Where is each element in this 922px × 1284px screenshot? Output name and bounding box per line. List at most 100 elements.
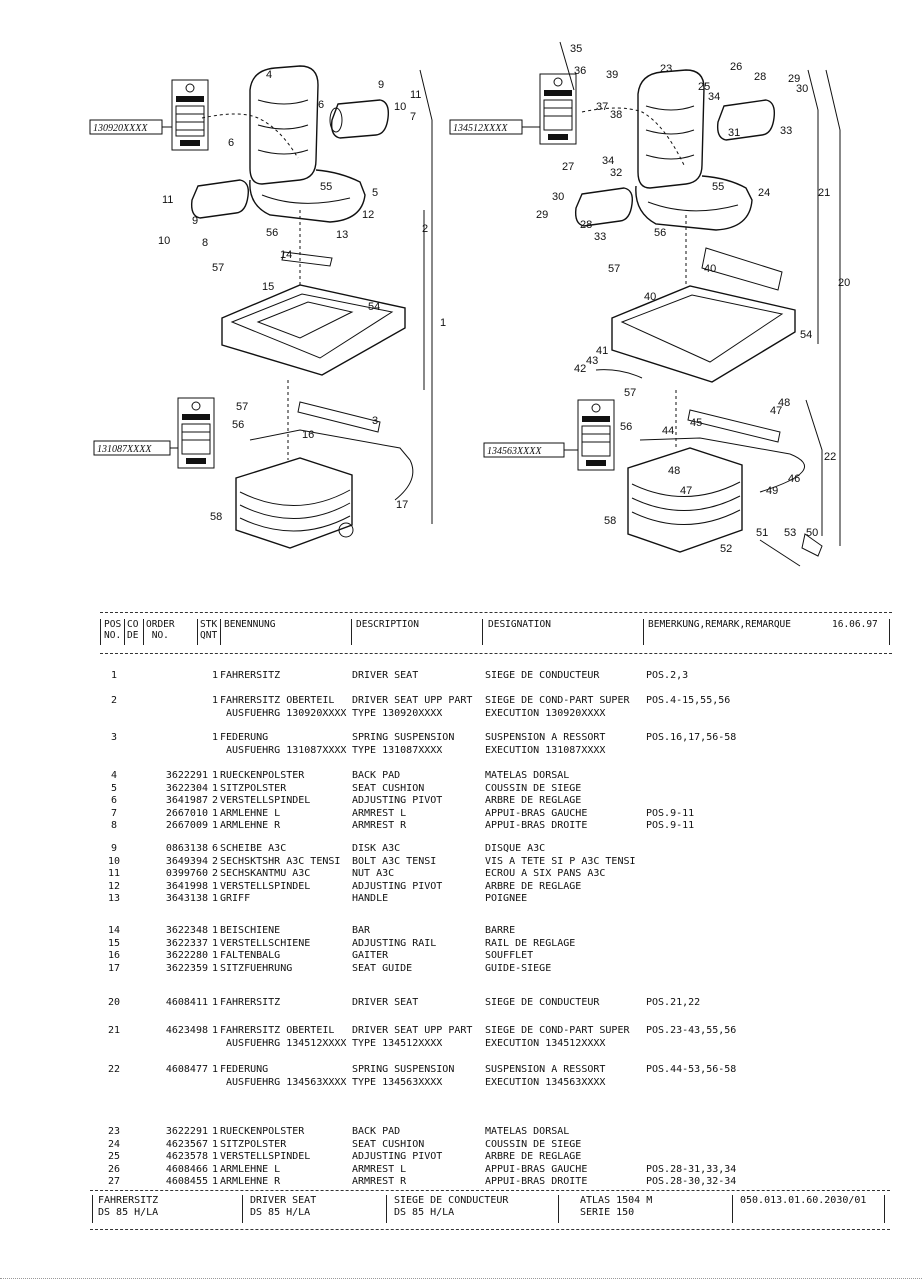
- cell-quantity: 1: [212, 732, 219, 743]
- right-callout-24: 24: [758, 187, 770, 199]
- cell-designation: APPUI-BRAS GAUCHE: [485, 807, 588, 819]
- cell-order-no: 3622348: [165, 925, 208, 936]
- cell-benennung: FEDERUNG: [220, 1064, 269, 1075]
- header-divider: [889, 619, 890, 645]
- cell-description: DRIVER SEAT UPP PART: [352, 695, 473, 706]
- cell-description: NUT A3C: [352, 868, 395, 880]
- cell-designation: ECROU A SIX PANS A3C: [485, 868, 606, 880]
- cell-designation: ARBRE DE REGLAGE: [485, 1151, 582, 1163]
- cell-quantity: 1: [212, 1163, 219, 1175]
- cell-benennung: SITZPOLSTER: [220, 782, 287, 794]
- cell-pos: 11: [107, 868, 121, 880]
- right-callout-37: 37: [596, 101, 608, 113]
- cell-designation: MATELAS DORSAL: [485, 770, 570, 781]
- right-callout-33: 33: [594, 231, 606, 243]
- cell-pos: 25: [107, 1151, 121, 1163]
- cell-designation: COUSSIN DE SIEGE: [485, 782, 582, 794]
- footer-divider: [732, 1195, 733, 1223]
- footer-divider: [92, 1195, 93, 1223]
- right-type-plate-top: [539, 73, 577, 145]
- cell-remark: POS.9-11: [646, 820, 695, 832]
- cell-designation: GUIDE-SIEGE: [485, 962, 552, 974]
- cell-description: TYPE 131087XXXX: [352, 744, 443, 756]
- footer-french-title: SIEGE DE CONDUCTEUR DS 85 H/LA: [394, 1195, 509, 1218]
- cell-description: ADJUSTING PIVOT: [352, 880, 443, 892]
- header-remark: BEMERKUNG,REMARK,REMARQUE: [648, 619, 791, 630]
- ref-box-130920: 130920XXXX: [89, 119, 172, 135]
- cell-order-no: 3649394: [165, 855, 208, 867]
- cell-benennung: FAHRERSITZ OBERTEIL: [220, 695, 335, 706]
- cell-benennung: VERSTELLSPINDEL: [220, 880, 311, 892]
- cell-pos: 13: [107, 893, 121, 905]
- cell-benennung: FAHRERSITZ: [220, 670, 281, 681]
- cell-benennung: VERSTELLSPINDEL: [220, 1151, 311, 1163]
- right-callout-31: 31: [728, 127, 740, 139]
- right-callout-28: 28: [754, 71, 766, 83]
- right-callout-29: 29: [536, 209, 548, 221]
- right-callout-50: 50: [806, 527, 818, 539]
- title-block: FAHRERSITZ DS 85 H/LA DRIVER SEAT DS 85 …: [90, 1190, 890, 1230]
- cell-order-no: 0399760: [165, 868, 208, 880]
- left-type-plate-bottom: [177, 397, 215, 469]
- cell-benennung: FEDERUNG: [220, 732, 269, 743]
- cell-benennung: BEISCHIENE: [220, 925, 281, 936]
- cell-designation: APPUI-BRAS GAUCHE: [485, 1163, 588, 1175]
- cell-description: TYPE 130920XXXX: [352, 707, 443, 719]
- cell-remark: POS.16,17,56-58: [646, 732, 737, 743]
- cell-pos: 10: [107, 855, 121, 867]
- cell-designation: VIS A TETE SI P A3C TENSI: [485, 855, 636, 867]
- header-designation: DESIGNATION: [488, 619, 551, 630]
- cell-description: SEAT GUIDE: [352, 962, 413, 974]
- right-callout-56: 56: [654, 227, 666, 239]
- cell-order-no: 4608455: [165, 1176, 208, 1188]
- right-callout-25: 25: [698, 81, 710, 93]
- left-callout-15: 15: [262, 281, 274, 293]
- right-seat-assembly: [559, 41, 841, 567]
- cell-quantity: 1: [212, 782, 219, 794]
- cell-order-no: 3622304: [165, 782, 208, 794]
- cell-quantity: 1: [212, 1151, 219, 1163]
- right-callout-45: 45: [690, 417, 702, 429]
- cell-description: TYPE 134512XXXX: [352, 1037, 443, 1049]
- cell-benennung: RUECKENPOLSTER: [220, 770, 305, 781]
- header-pos: POS NO.: [104, 619, 122, 641]
- cell-pos: 22: [107, 1064, 121, 1075]
- right-type-plate-bottom: [577, 399, 615, 471]
- cell-designation: SIEGE DE CONDUCTEUR: [485, 670, 600, 681]
- cell-description: DISK A3C: [352, 843, 401, 854]
- exploded-parts-diagram: 130920XXXX 131087XXXX 134512XXXX 134563X…: [89, 41, 850, 567]
- right-callout-35: 35: [570, 43, 582, 55]
- cell-description: BACK PAD: [352, 1126, 401, 1137]
- right-callout-43: 43: [586, 355, 598, 367]
- cell-designation: SIEGE DE CONDUCTEUR: [485, 997, 600, 1008]
- left-callout-6: 6: [318, 99, 324, 111]
- cell-benennung: AUSFUEHRG 131087XXXX: [220, 744, 347, 756]
- cell-description: SPRING SUSPENSION: [352, 1064, 455, 1075]
- cell-designation: SIEGE DE COND-PART SUPER: [485, 1025, 630, 1036]
- left-callout-2: 2: [422, 223, 428, 235]
- header-qty: STK QNT: [200, 619, 218, 641]
- left-callout-17: 17: [396, 499, 408, 511]
- cell-quantity: 1: [212, 1025, 219, 1036]
- cell-order-no: 3641998: [165, 880, 208, 892]
- cell-benennung: VERSTELLSCHIENE: [220, 937, 311, 949]
- left-callout-14: 14: [280, 249, 292, 261]
- cell-benennung: AUSFUEHRG 130920XXXX: [220, 707, 347, 719]
- header-description: DESCRIPTION: [356, 619, 419, 630]
- left-callout-3: 3: [372, 415, 378, 427]
- right-callout-40: 40: [644, 291, 656, 303]
- page-edge-rule: [0, 1278, 922, 1279]
- left-callout-56: 56: [232, 419, 244, 431]
